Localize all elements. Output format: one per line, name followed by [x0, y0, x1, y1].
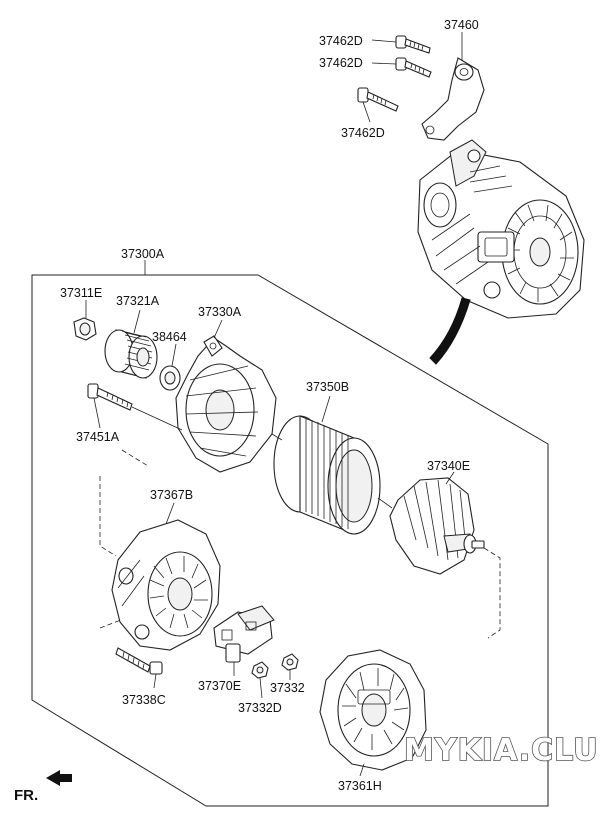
nut-icon [73, 317, 97, 341]
front-arrow-icon [46, 770, 72, 786]
screw-icon [115, 647, 163, 675]
label-nut-b: 37332 [270, 681, 305, 695]
rear-bracket-leader [165, 502, 175, 525]
rear-dashed-axis-2 [99, 476, 117, 557]
assembly-frame [31, 274, 549, 807]
assembly-arrow-icon [429, 297, 471, 365]
label-rotor: 37340E [427, 459, 470, 473]
spacer-leader [171, 343, 177, 367]
rotor-axis [377, 497, 393, 509]
rotor-icon [389, 477, 485, 575]
label-rear-cover: 37361H [338, 779, 382, 793]
nut-c-icon [251, 661, 269, 679]
bolt-c-icon [357, 87, 399, 112]
rear-dashed-axis [121, 449, 149, 467]
pulley-icon [104, 329, 158, 379]
rotor-dashed-axis [483, 547, 501, 639]
front-bracket-leader [213, 319, 223, 339]
label-screw: 37338C [122, 693, 166, 707]
rotor-leader [445, 471, 455, 485]
label-spacer: 38464 [152, 330, 187, 344]
nut-c-leader [259, 677, 263, 699]
label-nut-c: 37332D [238, 701, 282, 715]
label-bolt-b: 37462D [319, 56, 363, 70]
bolt-a-leader [371, 39, 397, 43]
stator-icon [273, 415, 381, 535]
label-bracket: 37460 [444, 18, 479, 32]
label-pulley: 37321A [116, 294, 160, 308]
regulator-icon [213, 605, 275, 663]
label-front-bracket: 37330A [198, 305, 242, 319]
direction-label: FR. [14, 787, 38, 804]
label-regulator: 37370E [198, 679, 241, 693]
bracket-icon [421, 57, 485, 141]
bolt-a-icon [395, 35, 431, 54]
screw-leader [153, 673, 157, 689]
regulator-dashed-axis [99, 617, 127, 629]
spacer-icon [159, 365, 181, 391]
stator-leader [321, 395, 331, 423]
alternator-assembled-icon [417, 139, 585, 319]
rear-cover-icon [319, 649, 427, 771]
label-stator: 37350B [306, 380, 349, 394]
through-bolt-leader [93, 397, 101, 429]
label-through-bolt: 37451A [76, 430, 120, 444]
bolt-c-leader [362, 101, 371, 123]
stator-axis [271, 433, 283, 441]
pulley-leader [133, 309, 141, 334]
bolt-b-leader [371, 62, 397, 65]
label-assembly: 37300A [121, 247, 165, 261]
label-bolt-c: 37462D [341, 126, 385, 140]
label-rear-bracket: 37367B [150, 488, 193, 502]
nut-b-icon [281, 653, 299, 671]
watermark: MYKIA.CLUB [404, 733, 600, 768]
bolt-b-icon [395, 57, 432, 78]
label-bolt-a: 37462D [319, 34, 363, 48]
label-nut: 37311E [60, 286, 102, 300]
rear-cover-leader [359, 763, 365, 777]
through-bolt-icon [87, 383, 133, 411]
front-bracket-icon [175, 335, 277, 473]
through-bolt-axis [131, 406, 183, 431]
rear-bracket-icon [111, 519, 221, 651]
